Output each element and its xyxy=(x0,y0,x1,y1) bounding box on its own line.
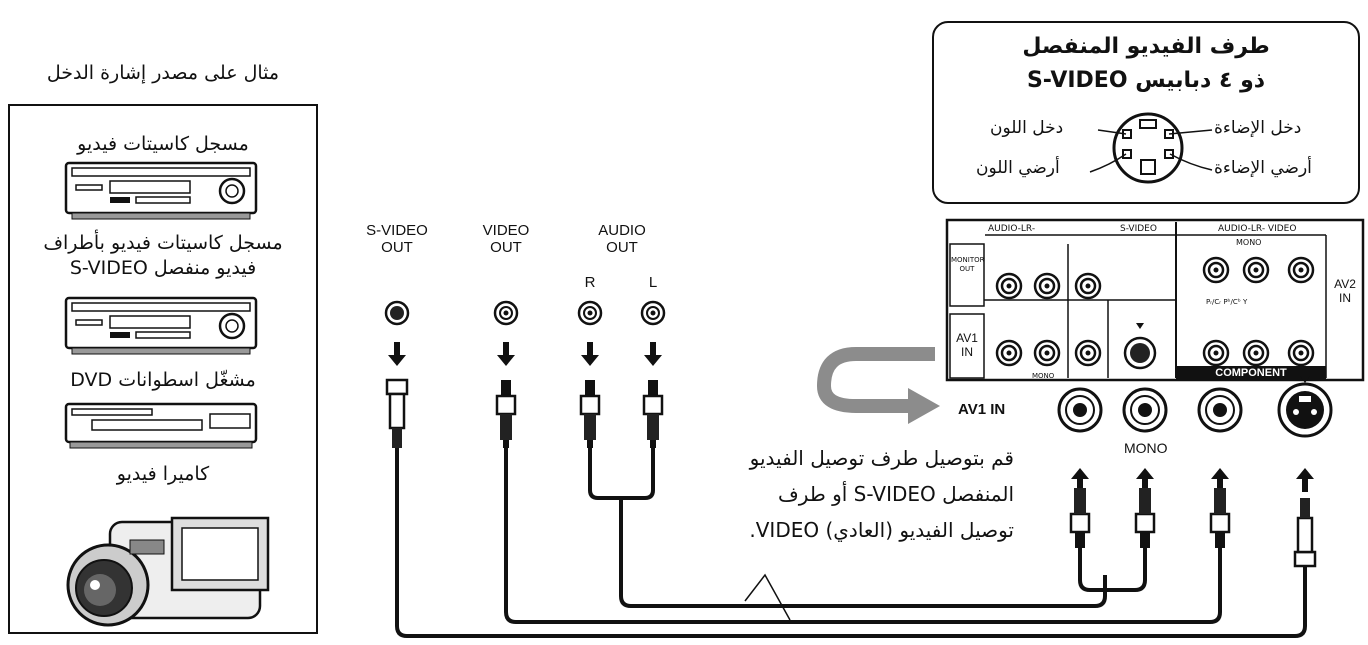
panel-monitor-out-label: MONITOR OUT xyxy=(951,256,985,273)
rca-plug-icon xyxy=(1209,478,1231,550)
source-panel xyxy=(8,104,318,634)
pin-luminance-input: دخل الإضاءة xyxy=(1214,118,1302,138)
camcorder-icon xyxy=(66,516,270,627)
panel-mono-top-label: MONO xyxy=(1236,238,1262,247)
instruction-line-3: توصيل الفيديو (العادي) VIDEO. xyxy=(749,518,1014,542)
rca-plug-icon xyxy=(579,378,601,450)
component-jack xyxy=(1202,339,1230,367)
av2-jack xyxy=(1202,256,1230,284)
svideo-terminal-title: طرف الفيديو المنفصل xyxy=(1022,34,1270,59)
svideo-terminal-box xyxy=(932,21,1360,204)
panel-mono-bottom-label: MONO xyxy=(1032,372,1055,380)
svideo-plug-icon xyxy=(385,378,409,450)
panel-av1-in-label: AV1 IN xyxy=(956,331,978,359)
device-label-vcr: مسجل كاسيتات فيديو xyxy=(77,133,249,155)
rca-plug-icon xyxy=(642,378,664,450)
down-arrow-icon xyxy=(497,342,515,366)
panel-component-label: COMPONENT xyxy=(1215,367,1287,379)
up-arrow-icon xyxy=(1296,468,1314,492)
av1-jack xyxy=(995,339,1023,367)
av1-svideo-jack xyxy=(1277,376,1333,438)
device-label-svideo-vcr: مسجل كاسيتات فيديو بأطراف فيديو منفصل S-… xyxy=(43,232,283,279)
av1-jack xyxy=(1074,339,1102,367)
device-label-camcorder: كاميرا فيديو xyxy=(116,463,210,485)
svideo-out-jack xyxy=(384,300,410,326)
video-out-jack xyxy=(493,300,519,326)
av1-in-label: AV1 IN xyxy=(958,401,1006,418)
panel-audio-lr-label: AUDIO-LR- xyxy=(988,224,1036,234)
panel-pr-pb-y-label: Pᵣ/Cᵣ Pᵇ/Cᵇ Y xyxy=(1206,298,1248,306)
av2-jack xyxy=(1287,256,1315,284)
instruction-line-1: قم بتوصيل طرف توصيل الفيديو xyxy=(749,446,1014,470)
down-arrow-icon xyxy=(644,342,662,366)
monitor-out-jack xyxy=(1074,272,1102,300)
pin-chroma-input: دخل اللون xyxy=(990,118,1064,138)
svideo-pin-diagram xyxy=(1089,112,1213,184)
av1-audio-r-jack xyxy=(1122,387,1168,433)
pin-luminance-ground: أرضي الإضاءة xyxy=(1214,158,1312,178)
down-arrow-icon xyxy=(581,342,599,366)
av2-jack xyxy=(1242,256,1270,284)
panel-audio-video-label: AUDIO-LR- VIDEO xyxy=(1218,224,1297,234)
callout-line xyxy=(744,573,791,621)
svideo-plug-icon xyxy=(1293,496,1317,568)
component-jack xyxy=(1242,339,1270,367)
svideo-out-label: S-VIDEO OUT xyxy=(366,222,428,256)
monitor-out-jack xyxy=(995,272,1023,300)
av1-audio-l-jack xyxy=(1057,387,1103,433)
av1-jack xyxy=(1033,339,1061,367)
svideo-terminal-subtitle: S-VIDEO ذو ٤ دبابيس xyxy=(1026,68,1266,93)
panel-svideo-jack xyxy=(1123,323,1157,370)
audio-left-label: L xyxy=(648,274,658,291)
panel-svideo-label: S-VIDEO xyxy=(1120,224,1157,234)
video-out-label: VIDEO OUT xyxy=(482,222,530,256)
instruction-line-2: المنفصل S-VIDEO أو طرف xyxy=(778,482,1014,506)
down-arrow-icon xyxy=(388,342,406,366)
cables xyxy=(395,448,1307,638)
audio-out-label: AUDIO OUT xyxy=(598,222,646,256)
audio-l-out-jack xyxy=(640,300,666,326)
component-jack xyxy=(1287,339,1315,367)
monitor-out-jack xyxy=(1033,272,1061,300)
av1-video-jack xyxy=(1197,387,1243,433)
mono-label: MONO xyxy=(1124,440,1168,456)
device-label-dvd: مشغّل اسطوانات DVD xyxy=(70,369,256,391)
dvd-player-icon xyxy=(64,402,258,449)
audio-r-out-jack xyxy=(577,300,603,326)
rca-plug-icon xyxy=(1069,478,1091,550)
zoom-arrow-icon xyxy=(816,347,940,424)
panel-av2-in-label: AV2 IN xyxy=(1334,277,1356,305)
rca-plug-icon xyxy=(495,378,517,450)
rca-plug-icon xyxy=(1134,478,1156,550)
pin-chroma-ground: أرضي اللون xyxy=(976,158,1060,178)
audio-right-label: R xyxy=(584,274,596,291)
source-panel-title: مثال على مصدر إشارة الدخل xyxy=(46,62,280,84)
